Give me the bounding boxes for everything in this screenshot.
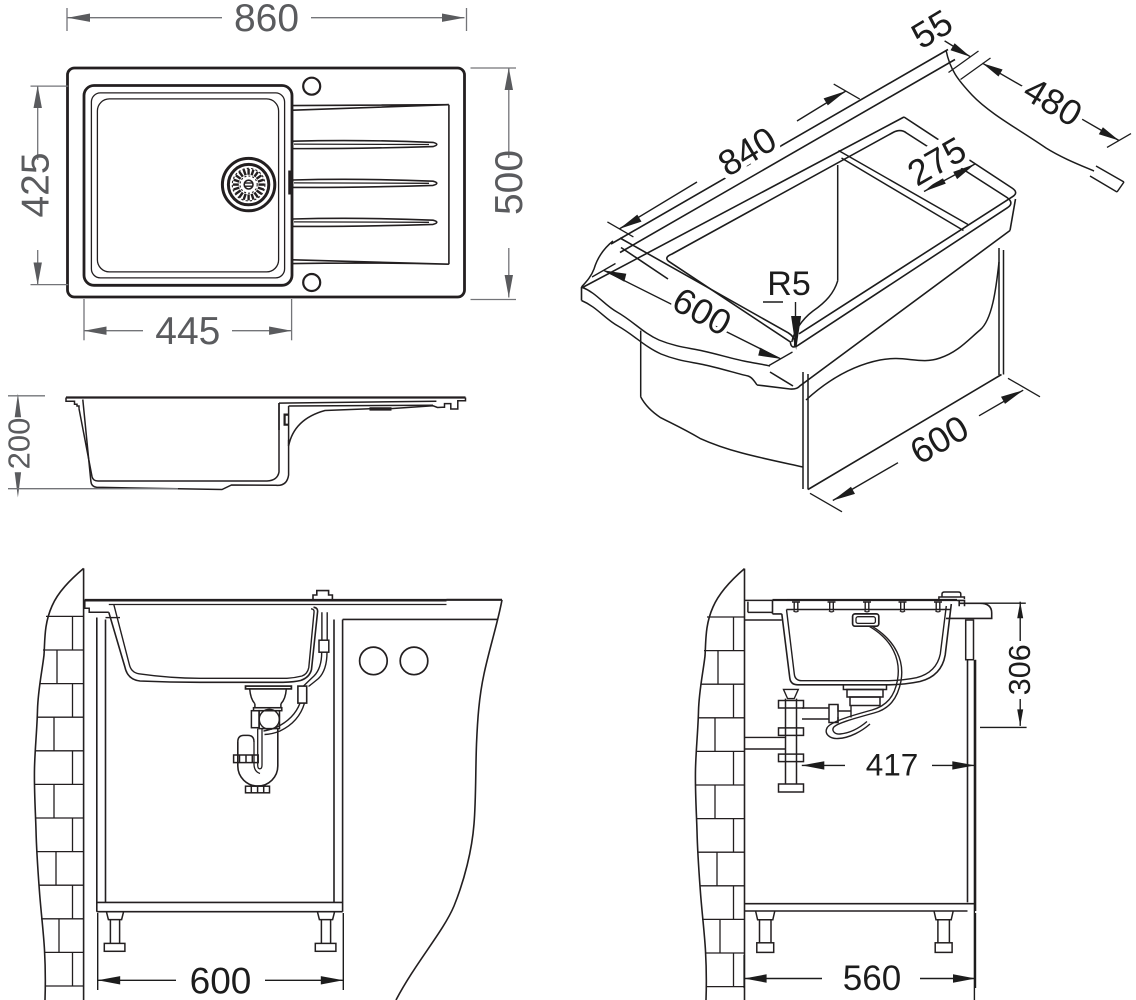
svg-text:840: 840 bbox=[711, 118, 784, 184]
svg-text:306: 306 bbox=[1003, 644, 1037, 695]
svg-text:445: 445 bbox=[155, 310, 220, 353]
svg-text:275: 275 bbox=[900, 128, 973, 194]
svg-text:600: 600 bbox=[903, 407, 976, 473]
svg-text:R5: R5 bbox=[767, 265, 810, 303]
svg-text:R5: R5 bbox=[767, 265, 810, 303]
svg-text:560: 560 bbox=[843, 959, 901, 998]
svg-text:480: 480 bbox=[1017, 69, 1090, 135]
svg-text:417: 417 bbox=[866, 747, 919, 783]
svg-text:200: 200 bbox=[2, 418, 37, 470]
svg-text:425: 425 bbox=[15, 152, 58, 217]
svg-text:55: 55 bbox=[904, 1, 959, 57]
svg-text:600: 600 bbox=[666, 279, 738, 344]
svg-text:500: 500 bbox=[488, 150, 531, 215]
svg-text:860: 860 bbox=[234, 0, 299, 40]
svg-text:600: 600 bbox=[190, 961, 252, 1000]
